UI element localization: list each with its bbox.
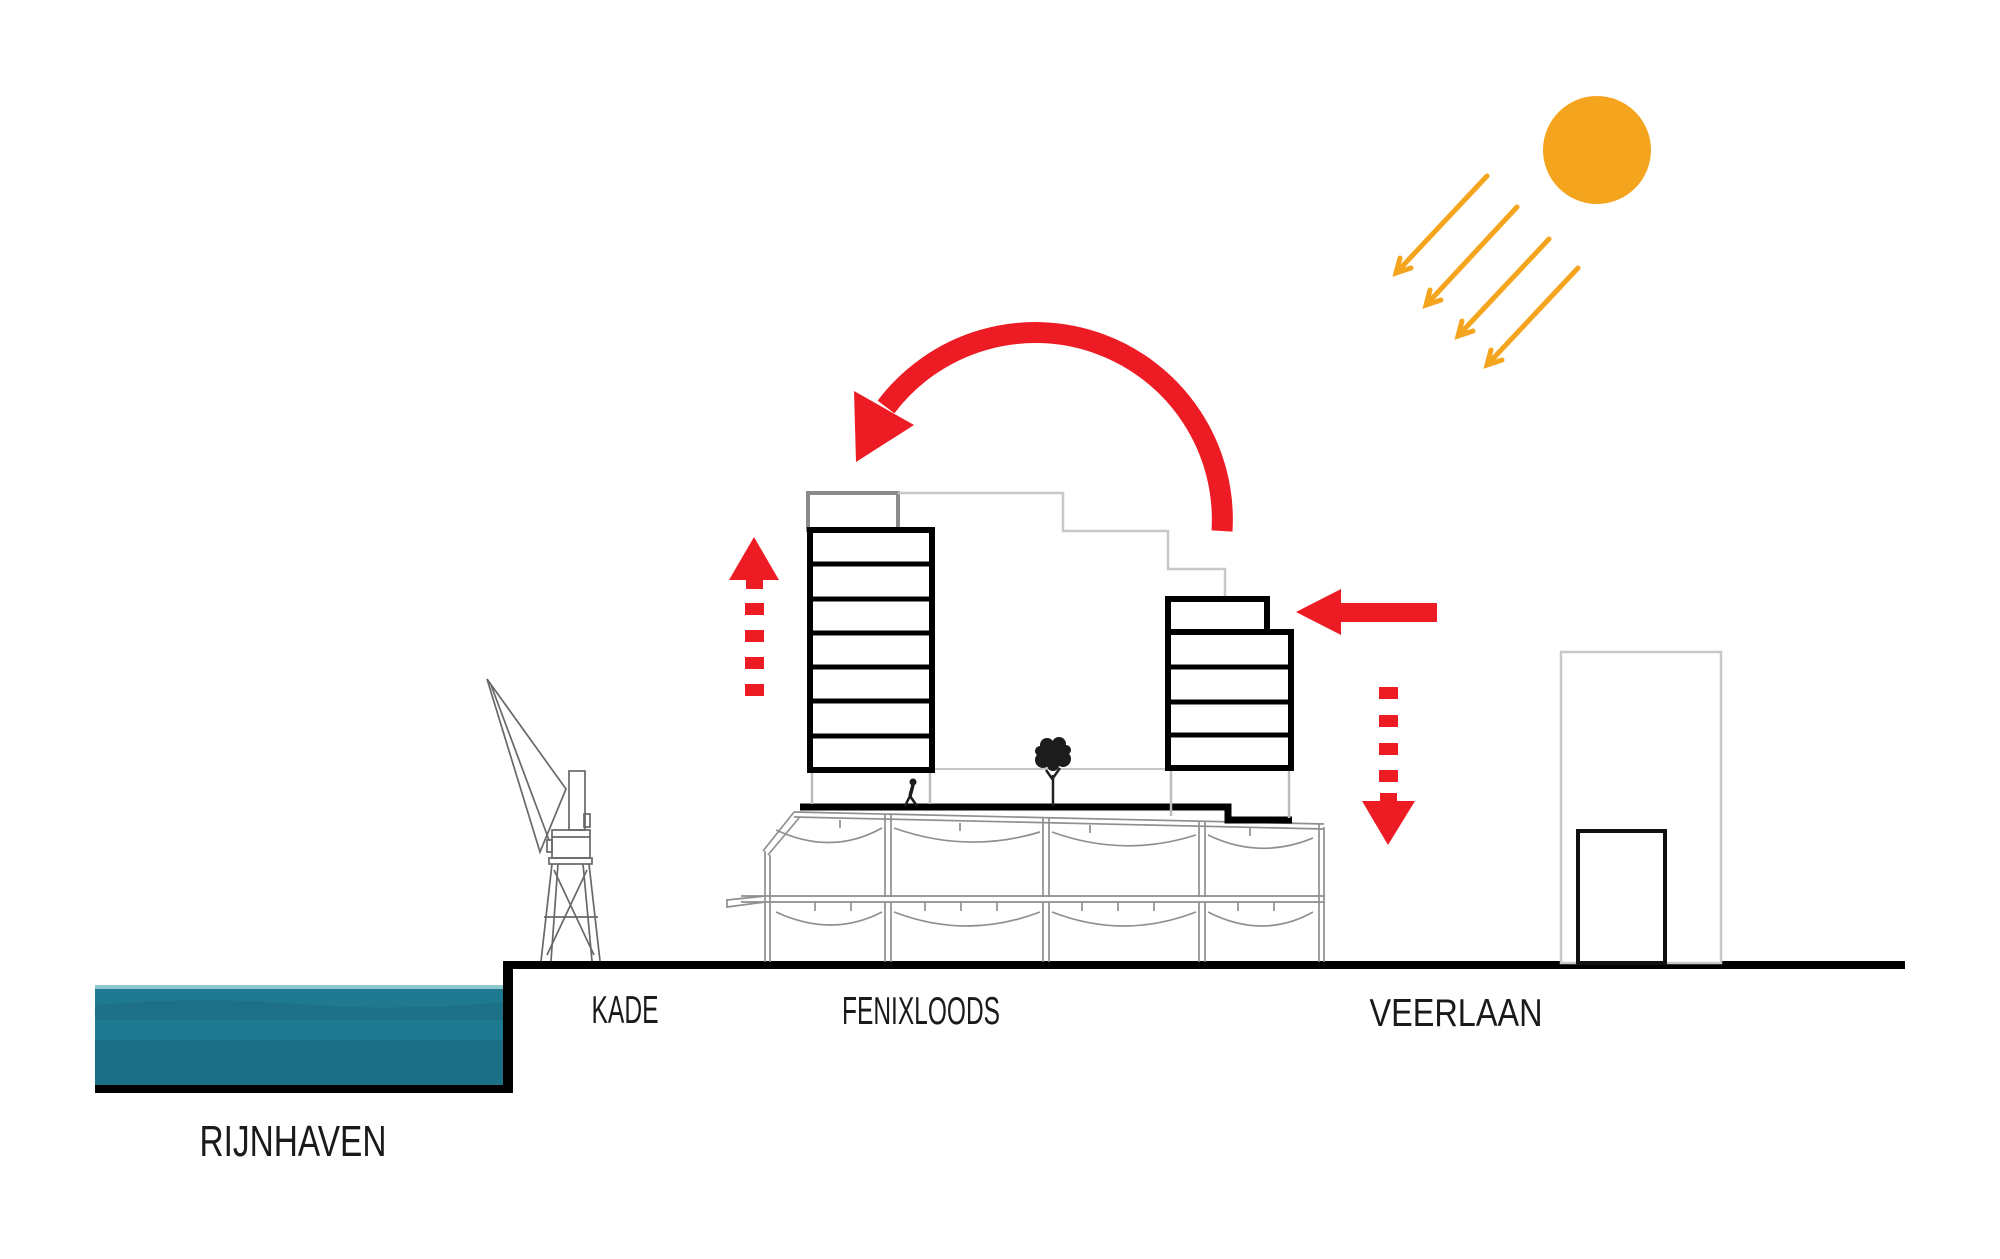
warehouse-upper-arches [775, 827, 1314, 850]
warehouse-roof-hangers [839, 820, 1251, 836]
harbour-crane [486, 678, 601, 962]
tree-trunk [1044, 767, 1062, 806]
ground-line [503, 961, 1905, 969]
crane-house-step [546, 839, 553, 853]
water-wave-shade-1 [95, 1000, 503, 1020]
left-tower-plinth-lines [810, 770, 932, 804]
down-arrow-dash [1379, 715, 1398, 727]
quay-wall [503, 961, 513, 1093]
left-tower-floor-lines [810, 561, 932, 739]
red-arrow-fills [729, 391, 1437, 845]
warehouse-upper-columns [884, 814, 1206, 897]
sun-ray-arrow-4 [1483, 265, 1581, 369]
down-arrow-dash [1379, 770, 1398, 782]
crane-side-box [583, 813, 591, 828]
person-figure [903, 778, 919, 807]
tree [1035, 737, 1071, 806]
water-surface-highlight [95, 985, 503, 991]
envelope-stepped-outline [898, 491, 1227, 598]
up-arrow-head [729, 537, 779, 589]
fenixloods-section-drawing [726, 811, 1325, 962]
warehouse-lower-columns [884, 902, 1206, 962]
right-tower [1165, 596, 1294, 818]
right-tower-plinth-lines [1169, 768, 1291, 818]
warehouse-mid-slab [741, 895, 1325, 903]
warehouse-left-gable [762, 811, 800, 856]
veerlaan-building [1559, 650, 1723, 965]
arc-arrow-head [854, 391, 914, 462]
crane-jib-inner-line [490, 684, 550, 841]
up-arrow-dash [745, 603, 764, 615]
warehouse-right-wall [1318, 824, 1325, 962]
warehouse-slab-hangers [814, 902, 1275, 911]
up-arrow-dash [745, 630, 764, 642]
ground [95, 961, 1905, 1093]
crane-machine-house [551, 829, 591, 859]
crane-slew-ring [548, 857, 593, 865]
up-arrow-dash [745, 657, 764, 669]
water-bottom-line [95, 1085, 513, 1093]
down-arrow-stem [1380, 793, 1397, 801]
person-head [909, 778, 917, 786]
sun-icon [1543, 96, 1651, 204]
right-tower-floor-lines [1168, 664, 1291, 738]
warehouse-left-canopy [726, 895, 766, 908]
crane-jib [486, 678, 567, 855]
right-tower-setback-top [1165, 596, 1270, 635]
label-kade: KADE [592, 989, 659, 1032]
sun-ray-arrow-3 [1454, 236, 1552, 340]
person-legs [903, 795, 919, 807]
person-torso [908, 784, 915, 797]
dashed-arrow-up-icon [729, 537, 779, 696]
left-tower [807, 527, 935, 804]
left-arrow-shaft [1341, 603, 1437, 622]
label-fenixloods: FENIXLOODS [842, 990, 1000, 1033]
sun-ray-arrow-1 [1392, 173, 1490, 277]
envelope-top-volume-outline [806, 491, 900, 532]
warehouse-left-wall [764, 851, 771, 962]
crane-leg-bracing [544, 869, 598, 956]
label-veerlaan: VEERLAAN [1370, 992, 1543, 1035]
arc-arrow-counterclockwise-icon [877, 322, 1233, 532]
up-arrow-dash [745, 684, 764, 696]
sun-rays-arrows-icon [1392, 173, 1581, 369]
label-rijnhaven: RIJNHAVEN [200, 1117, 387, 1166]
down-arrow-dash [1379, 743, 1398, 755]
crane-portal-legs [540, 863, 601, 962]
water-wave-shade-2 [95, 1040, 503, 1085]
rooftop-deck-line [800, 803, 1292, 824]
sun-ray-arrow-2 [1422, 204, 1520, 309]
left-arrow-head [1296, 589, 1341, 635]
warehouse-lower-arches [775, 911, 1314, 927]
veerlaan-building-door [1576, 829, 1667, 965]
water-rijnhaven [95, 985, 503, 1085]
down-arrow-dash [1379, 687, 1398, 699]
down-arrow-head [1362, 801, 1415, 845]
tree-canopy [1035, 737, 1071, 771]
left-tower-outline [807, 527, 935, 773]
solid-arrow-left-icon [1296, 589, 1437, 635]
crane-tower-body [568, 770, 586, 831]
water-body [95, 989, 503, 1085]
dashed-arrow-down-icon [1362, 687, 1415, 845]
